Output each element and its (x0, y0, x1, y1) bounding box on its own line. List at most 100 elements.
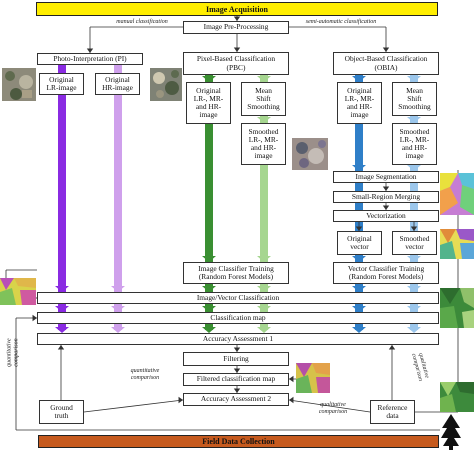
arrowhead (289, 375, 294, 383)
obia-merging-box: Small-Region Merging (333, 191, 439, 203)
pbc-original-arrow (202, 327, 216, 333)
pbc-original-band (205, 75, 213, 330)
filtered-map-box: Filtered classification map (183, 373, 289, 386)
obia-smoothed-arrow (407, 306, 421, 312)
pbc-title-box: Pixel-Based Classification (PBC) (183, 52, 289, 75)
reference-data-box: Reference data (370, 400, 415, 424)
obia-smoothed-arrow (407, 327, 421, 333)
classified-map-thumbnail (440, 382, 474, 412)
ground-truth-box: Ground truth (39, 400, 84, 424)
pi-hr-arrow (111, 286, 125, 292)
qualitative-comparison-note: qualitative comparison (318, 402, 348, 415)
pbc-original-arrow (202, 306, 216, 312)
arrowhead (382, 186, 390, 191)
satellite-image-thumbnail (292, 138, 328, 170)
classified-map-thumbnail (440, 229, 474, 259)
arrowhead (233, 347, 241, 352)
obia-original-arrow (352, 165, 366, 171)
arrowhead (410, 226, 418, 231)
connector-line (288, 399, 371, 413)
tree-icon (441, 414, 461, 450)
obia-original-vector-box: Original vector (337, 231, 382, 255)
arrowhead (32, 314, 37, 322)
filtering-box: Filtering (183, 352, 289, 366)
pbc-mean-shift-box: Mean Shift Smoothing (241, 82, 286, 116)
arrowhead (233, 388, 241, 393)
obia-original-arrow (352, 306, 366, 312)
arrowhead (233, 47, 241, 52)
classification-map-box: Classification map (37, 312, 439, 324)
arrowhead (57, 345, 65, 350)
manual-classification-note: manual classification (116, 19, 168, 25)
arrowhead (233, 16, 241, 21)
obia-smoothed-box: Smoothed LR-, MR- and HR- image (392, 123, 437, 165)
arrowhead (355, 226, 363, 231)
pbc-original-box: Original LR-, MR- and HR- image (186, 82, 231, 124)
classified-map-thumbnail (440, 173, 474, 215)
image-vector-classification-box: Image/Vector Classification (37, 292, 439, 304)
obia-original-box: Original LR-, MR- and HR- image (337, 82, 382, 124)
pi-title-box: Photo-Interpretation (PI) (37, 53, 143, 65)
pi-hr-band (114, 65, 122, 330)
obia-smoothed-arrow (407, 117, 421, 123)
image-acquisition-label: Image Acquisition (205, 4, 268, 14)
quantitative-comparison-side-note: quantitative comparison (6, 338, 19, 367)
obia-smoothed-vector-box: Smoothed vector (392, 231, 437, 255)
obia-smoothed-arrow (407, 256, 421, 262)
pbc-smoothed-arrow (257, 76, 271, 82)
obia-mean-shift-box: Mean Shift Smoothing (392, 82, 437, 116)
obia-smoothed-arrow (407, 76, 421, 82)
pi-original-hr-box: Original HR-image (95, 73, 140, 95)
obia-training-box: Vector Classifier Training (Random Fores… (333, 262, 439, 284)
obia-original-arrow (352, 286, 366, 292)
pbc-smoothed-arrow (257, 306, 271, 312)
satellite-image-thumbnail (2, 68, 36, 101)
pi-lr-band (58, 65, 66, 330)
semi-automatic-classification-note: semi-automatic classification (305, 19, 377, 25)
arrowhead (233, 368, 241, 373)
obia-title-box: Object-Based Classification (OBIA) (333, 52, 439, 75)
pbc-training-box: Image Classifier Training (Random Forest… (183, 262, 289, 284)
quantitative-comparison-note: quantitative comparison (130, 368, 160, 381)
preprocessing-box: Image Pre-Processing (183, 21, 289, 34)
field-data-collection-label: Field Data Collection (202, 437, 275, 446)
pbc-smoothed-arrow (257, 117, 271, 123)
arrowhead (388, 345, 396, 350)
field-data-collection-banner: Field Data Collection (38, 435, 439, 448)
pbc-smoothed-arrow (257, 286, 271, 292)
pbc-smoothed-arrow (257, 256, 271, 262)
arrowhead (178, 396, 183, 404)
image-acquisition-banner: Image Acquisition (36, 2, 438, 16)
pbc-original-arrow (202, 256, 216, 262)
arrowhead (382, 205, 390, 210)
pbc-smoothed-box: Smoothed LR-, MR- and HR- image (241, 123, 286, 165)
obia-smoothed-arrow (407, 165, 421, 171)
pi-lr-arrow (55, 327, 69, 333)
pi-lr-arrow (55, 306, 69, 312)
obia-smoothed-arrow (407, 286, 421, 292)
accuracy-assessment-2-box: Accuracy Assessment 2 (183, 393, 289, 406)
pbc-smoothed-band (260, 75, 268, 330)
classified-map-thumbnail (296, 363, 330, 393)
pbc-original-arrow (202, 76, 216, 82)
pi-hr-arrow (111, 306, 125, 312)
pi-lr-arrow (55, 286, 69, 292)
classified-map-thumbnail (440, 288, 474, 328)
classified-map-thumbnail (0, 278, 36, 305)
obia-original-arrow (352, 76, 366, 82)
accuracy-assessment-1-box: Accuracy Assessment 1 (37, 333, 439, 345)
satellite-image-thumbnail (150, 68, 182, 101)
arrowhead (289, 396, 294, 404)
pi-hr-arrow (111, 327, 125, 333)
pbc-original-arrow (202, 286, 216, 292)
pi-original-lr-box: Original LR-image (39, 73, 84, 95)
pbc-smoothed-arrow (257, 327, 271, 333)
connector-line (83, 399, 184, 413)
obia-vectorization-box: Vectorization (333, 210, 439, 222)
arrowhead (382, 47, 390, 52)
obia-original-arrow (352, 327, 366, 333)
obia-original-arrow (352, 256, 366, 262)
arrowhead (86, 48, 94, 53)
obia-segmentation-box: Image Segmentation (333, 171, 439, 183)
